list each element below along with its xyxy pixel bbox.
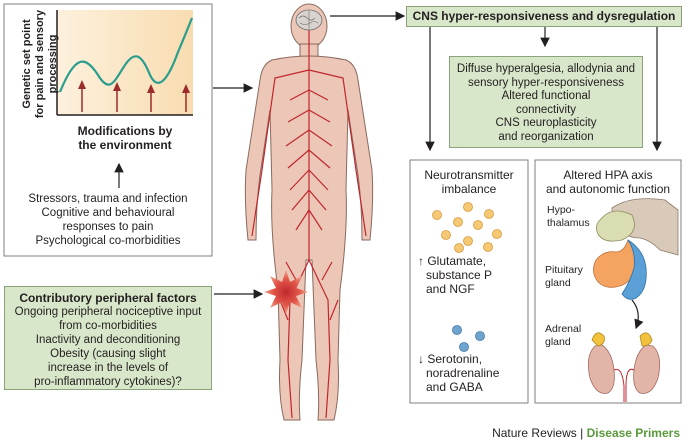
hypothalamus-icon bbox=[596, 198, 679, 256]
label-line: gland bbox=[545, 276, 571, 289]
up-line: substance P bbox=[426, 268, 493, 282]
effect-line: sensory hyper-responsiveness bbox=[468, 76, 624, 89]
factor-item: Psychological co-morbidities bbox=[35, 235, 181, 247]
up-line: Glutamate, bbox=[427, 254, 487, 268]
inflammation-burst bbox=[264, 270, 308, 314]
label-line: thalamus bbox=[547, 216, 590, 229]
adrenal-label: Adrenal gland bbox=[545, 323, 581, 348]
cns-title: CNS hyper-responsiveness and dysregulati… bbox=[412, 9, 676, 23]
peripheral-title: Contributory peripheral factors bbox=[19, 291, 197, 305]
neurotransmitter-box bbox=[409, 159, 529, 404]
factor-item: Stressors, trauma and infection bbox=[28, 193, 188, 205]
hpa-title-line: and autonomic function bbox=[545, 182, 671, 196]
peripheral-line: from co-morbidities bbox=[59, 320, 157, 332]
pituitary-to-adrenal-arrow bbox=[631, 299, 644, 330]
series-name: Disease Primers bbox=[586, 426, 680, 440]
set-point-curve bbox=[58, 17, 194, 93]
label-line: gland bbox=[545, 335, 571, 348]
environmental-factors: Stressors, trauma and infection Cognitiv… bbox=[6, 192, 210, 248]
environment-arrows bbox=[78, 80, 190, 112]
chart-y-label: Genetic set point for pain and sensory p… bbox=[21, 1, 61, 127]
peripheral-line: pro-inflammatory cytokines)? bbox=[34, 376, 182, 388]
down-arrow-icon: ↓ bbox=[418, 352, 424, 366]
down-regulated: ↓ Serotonin, noradrenaline and GABA bbox=[418, 352, 524, 394]
factor-item: Cognitive and behavioural bbox=[41, 207, 175, 219]
chart-x-label: Modifications by the environment bbox=[58, 124, 192, 152]
nt-title-line: imbalance bbox=[441, 182, 497, 196]
ylabel-line: for pain and sensory bbox=[34, 9, 46, 119]
peripheral-line: Obesity (causing slight bbox=[50, 348, 166, 360]
neurotransmitter-title: Neurotransmitter imbalance bbox=[411, 168, 527, 196]
peripheral-line: increase in the levels of bbox=[47, 362, 169, 374]
ylabel-line: processing bbox=[47, 34, 59, 94]
hypothalamus-label: Hypo- thalamus bbox=[547, 204, 590, 229]
footer-separator: | bbox=[580, 426, 584, 440]
adrenal-kidney-icon bbox=[587, 332, 661, 402]
effect-line: connectivity bbox=[515, 103, 577, 116]
effect-line: Diffuse hyperalgesia, allodynia and bbox=[456, 63, 636, 75]
factor-item: responses to pain bbox=[62, 221, 154, 233]
up-regulated: ↑ Glutamate, substance P and NGF bbox=[418, 254, 524, 296]
footer-credit: Nature Reviews | Disease Primers bbox=[480, 426, 680, 440]
xlabel-line: Modifications by bbox=[77, 124, 173, 138]
pituitary-label: Pituitary gland bbox=[545, 264, 583, 289]
effect-line: Altered functional bbox=[501, 90, 591, 102]
label-line: Hypo- bbox=[547, 204, 576, 216]
journal-name: Nature Reviews bbox=[492, 426, 577, 440]
effect-line: CNS neuroplasticity bbox=[495, 117, 597, 129]
peripheral-line: Inactivity and deconditioning bbox=[35, 334, 181, 346]
down-molecules bbox=[452, 325, 485, 352]
hpa-title: Altered HPA axis and autonomic function bbox=[536, 168, 680, 196]
cns-title-box: CNS hyper-responsiveness and dysregulati… bbox=[406, 6, 682, 27]
brain-icon bbox=[295, 9, 323, 31]
ylabel-line: Genetic set point bbox=[21, 19, 33, 109]
up-molecules bbox=[432, 202, 502, 253]
hpa-title-line: Altered HPA axis bbox=[563, 168, 653, 182]
xlabel-line: the environment bbox=[78, 138, 172, 152]
down-line: Serotonin, bbox=[427, 352, 483, 366]
down-line: and GABA bbox=[426, 380, 483, 394]
peripheral-factors-box: Contributory peripheral factors Ongoing … bbox=[4, 286, 212, 390]
effect-line: and reorganization bbox=[498, 130, 594, 143]
up-line: and NGF bbox=[426, 282, 475, 296]
cns-effects-box: Diffuse hyperalgesia, allodynia and sens… bbox=[449, 56, 643, 148]
nt-title-line: Neurotransmitter bbox=[424, 168, 514, 182]
pituitary-icon bbox=[593, 239, 647, 300]
down-line: noradrenaline bbox=[426, 366, 500, 380]
label-line: Adrenal bbox=[545, 323, 582, 335]
peripheral-line: Ongoing peripheral nociceptive input bbox=[14, 306, 202, 318]
up-arrow-icon: ↑ bbox=[418, 254, 424, 268]
label-line: Pituitary bbox=[545, 264, 583, 276]
